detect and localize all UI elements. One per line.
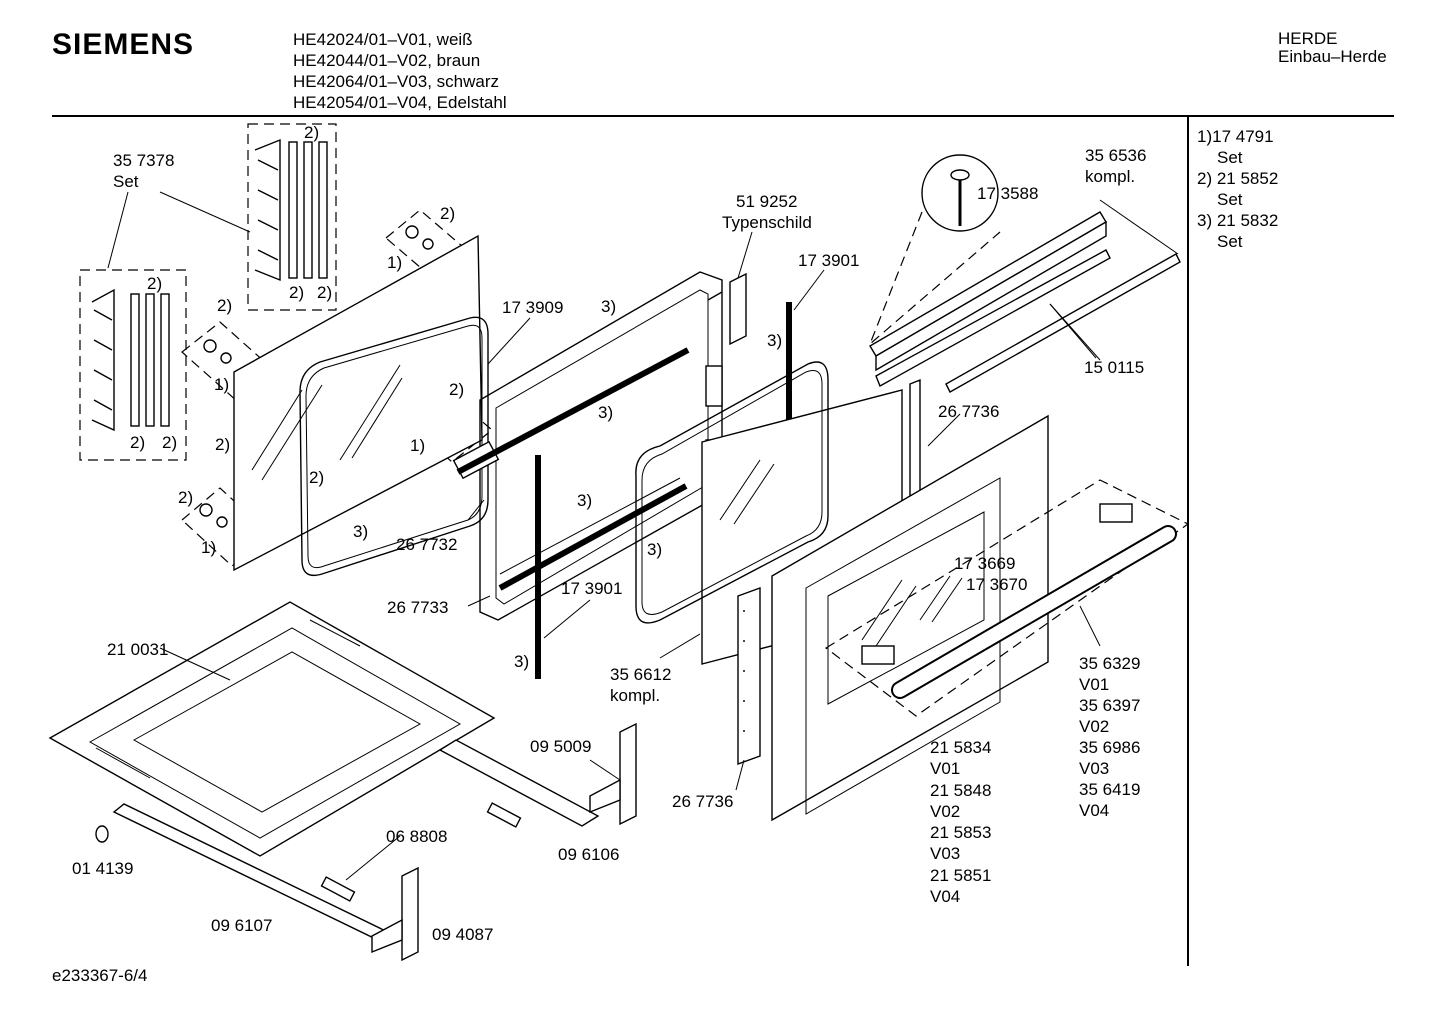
part-label: 09 5009 <box>530 737 591 756</box>
callout-2: 2) <box>449 380 464 399</box>
category-line: HERDE <box>1278 29 1338 48</box>
drawing-id: e233367-6/4 <box>52 966 148 985</box>
clip <box>486 802 522 828</box>
callout-2: 2) <box>178 488 193 507</box>
callout-1: 1) <box>410 436 425 455</box>
callout-1: 1) <box>214 375 229 394</box>
part-label: 15 0115 <box>1084 358 1144 377</box>
callout-1: 1) <box>387 253 402 272</box>
callout-1: 1) <box>201 538 216 557</box>
callout-3: 3) <box>647 540 662 559</box>
callout-2: 2) <box>309 468 324 487</box>
part-label: 21 0031 <box>107 640 168 659</box>
trim-strip <box>737 587 761 765</box>
part-label: 09 4087 <box>432 925 493 944</box>
document-category: HERDE Einbau–Herde <box>1278 30 1387 66</box>
model-line: HE42054/01–V04, Edelstahl <box>293 93 507 112</box>
grommet <box>95 825 109 843</box>
part-label: 17 3669 <box>954 554 1015 573</box>
callout-3: 3) <box>353 522 368 541</box>
callout-2: 2) <box>289 283 304 302</box>
callout-3: 3) <box>577 491 592 510</box>
callout-2: 2) <box>304 123 319 142</box>
part-label: 17 3901 <box>798 251 859 270</box>
callout-2: 2) <box>215 435 230 454</box>
side-rail <box>438 739 600 827</box>
mount-bracket <box>619 722 637 826</box>
part-label: 17 3588 <box>977 184 1038 203</box>
type-plate <box>729 272 747 346</box>
part-label: 17 3909 <box>502 298 563 317</box>
inner-glass-pane <box>233 234 483 572</box>
set-legend: 1)17 4791 Set 2) 21 5852 Set 3) 21 5832 … <box>1197 126 1278 252</box>
brand-logo: SIEMENS <box>52 28 195 61</box>
model-line: HE42024/01–V01, weiß <box>293 30 473 49</box>
part-label: 35 6329 V01 35 6397 V02 35 6986 V03 35 6… <box>1079 654 1145 820</box>
callout-3: 3) <box>767 331 782 350</box>
part-label: 26 7736 <box>938 402 999 421</box>
part-label: 17 3901 <box>561 579 622 598</box>
leader-lines <box>159 231 1101 881</box>
callout-2: 2) <box>147 274 162 293</box>
part-label: 17 3670 <box>966 575 1027 594</box>
callout-2: 2) <box>162 433 177 452</box>
callout-3: 3) <box>598 403 613 422</box>
door-seal <box>299 316 489 577</box>
part-label: 26 7736 <box>672 792 733 811</box>
callout-markers: 2) 2) 2) 2) 1) 2) 2) 1) 2) 2) 2) 2) 1) 2… <box>130 123 782 671</box>
top-vent-rail <box>869 211 1181 393</box>
callout-2: 2) <box>130 433 145 452</box>
glass-seal-ring <box>635 361 829 624</box>
callout-2: 2) <box>217 296 232 315</box>
category-line: Einbau–Herde <box>1278 47 1387 66</box>
set-number: 1)17 4791 <box>1197 127 1274 146</box>
part-label: 26 7733 <box>387 598 448 617</box>
model-line: HE42044/01–V02, braun <box>293 51 481 70</box>
door-handle <box>824 479 1190 717</box>
screw-detail <box>869 154 1001 345</box>
seal-strip-vertical <box>786 302 792 528</box>
seal-strip-vertical <box>535 455 541 679</box>
callout-3: 3) <box>514 652 529 671</box>
callout-2: 2) <box>440 204 455 223</box>
model-list: HE42024/01–V01, weiß HE42044/01–V02, bra… <box>293 29 507 113</box>
set-label: Set <box>1217 232 1243 251</box>
callout-2: 2) <box>317 283 332 302</box>
set-label: Set <box>1217 190 1243 209</box>
part-label: 26 7732 <box>396 535 457 554</box>
hinge-set-left <box>79 269 187 461</box>
clip <box>320 876 356 902</box>
mount-bracket <box>401 866 419 962</box>
part-label: 09 6107 <box>211 916 272 935</box>
part-label: 06 8808 <box>386 827 447 846</box>
part-label: 21 5834 V01 21 5848 V02 21 5853 V03 21 5… <box>930 738 996 906</box>
part-label: 01 4139 <box>72 859 133 878</box>
model-line: HE42064/01–V03, schwarz <box>293 72 500 91</box>
part-label: 09 6106 <box>558 845 619 864</box>
set-number: 3) 21 5832 <box>1197 211 1279 230</box>
callout-3: 3) <box>601 297 616 316</box>
hinge-set-upper <box>247 123 337 311</box>
inner-door-frame <box>452 271 723 621</box>
oven-floor-panel <box>48 601 496 857</box>
set-number: 2) 21 5852 <box>1197 169 1279 188</box>
outer-door <box>771 414 1049 822</box>
set-label: Set <box>1217 148 1243 167</box>
